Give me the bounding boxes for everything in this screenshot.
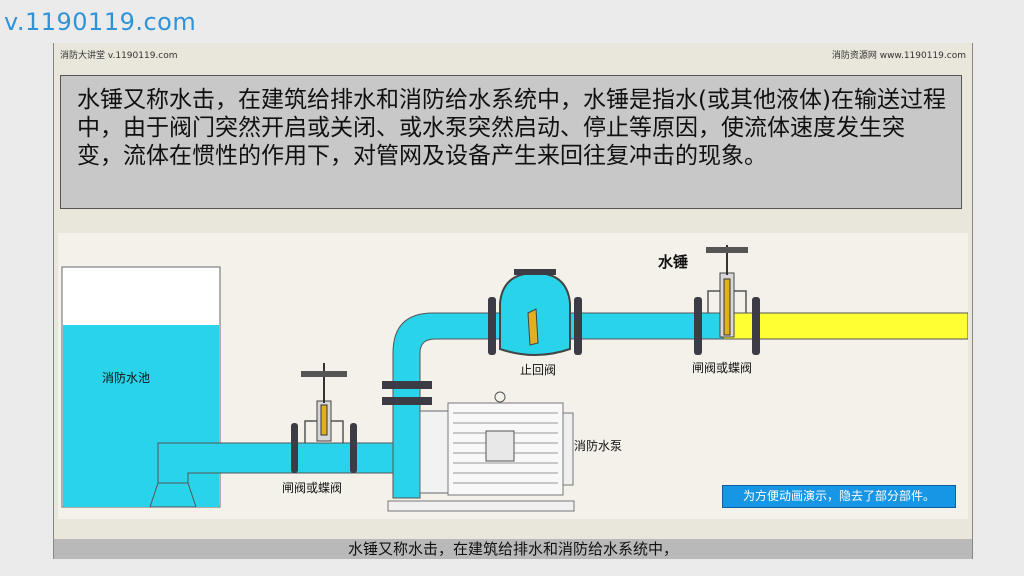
gate-valve-1 <box>291 363 357 473</box>
slide: 消防大讲堂 v.1190119.com 消防资源网 www.1190119.co… <box>53 43 973 559</box>
pump-terminal-box <box>485 430 515 462</box>
check-valve-disc <box>527 308 539 346</box>
pump-base <box>387 500 575 512</box>
label-gate-valve-1: 闸阀或蝶阀 <box>282 481 343 495</box>
label-fire-pool: 消防水池 <box>102 371 151 385</box>
label-water-hammer: 水锤 <box>658 253 689 271</box>
label-check-valve: 止回阀 <box>520 363 557 377</box>
riser-flange-bottom <box>382 397 432 405</box>
pool-water <box>63 325 219 507</box>
header-right-text: 消防资源网 www.1190119.com <box>831 51 966 61</box>
suction-pipe <box>149 442 404 508</box>
pump-lifting-eye <box>494 391 506 403</box>
label-gate-valve-2: 闸阀或蝶阀 <box>692 361 753 375</box>
site-watermark-url: v.1190119.com <box>4 8 197 36</box>
check-valve <box>488 269 582 356</box>
fire-pump <box>387 391 575 512</box>
subtitle-caption: 水锤又称水击，在建筑给排水和消防给水系统中， <box>54 539 972 559</box>
animation-note: 为方便动画演示，隐去了部分部件。 <box>722 485 956 508</box>
water-hammer-zone <box>722 312 968 340</box>
gate-valve-1-handwheel <box>301 371 347 377</box>
gate-valve-2-handwheel <box>706 247 748 253</box>
definition-textbox: 水锤又称水击，在建筑给排水和消防给水系统中，水锤是指水(或其他液体)在输送过程中… <box>60 75 962 209</box>
header-left-text: 消防大讲堂 v.1190119.com <box>60 51 178 61</box>
water-hammer-diagram <box>58 233 968 519</box>
riser-flange-top <box>382 381 432 389</box>
label-fire-pump: 消防水泵 <box>574 439 623 453</box>
suction-bell-mouth <box>149 482 197 508</box>
gate-valve-2 <box>694 245 760 355</box>
